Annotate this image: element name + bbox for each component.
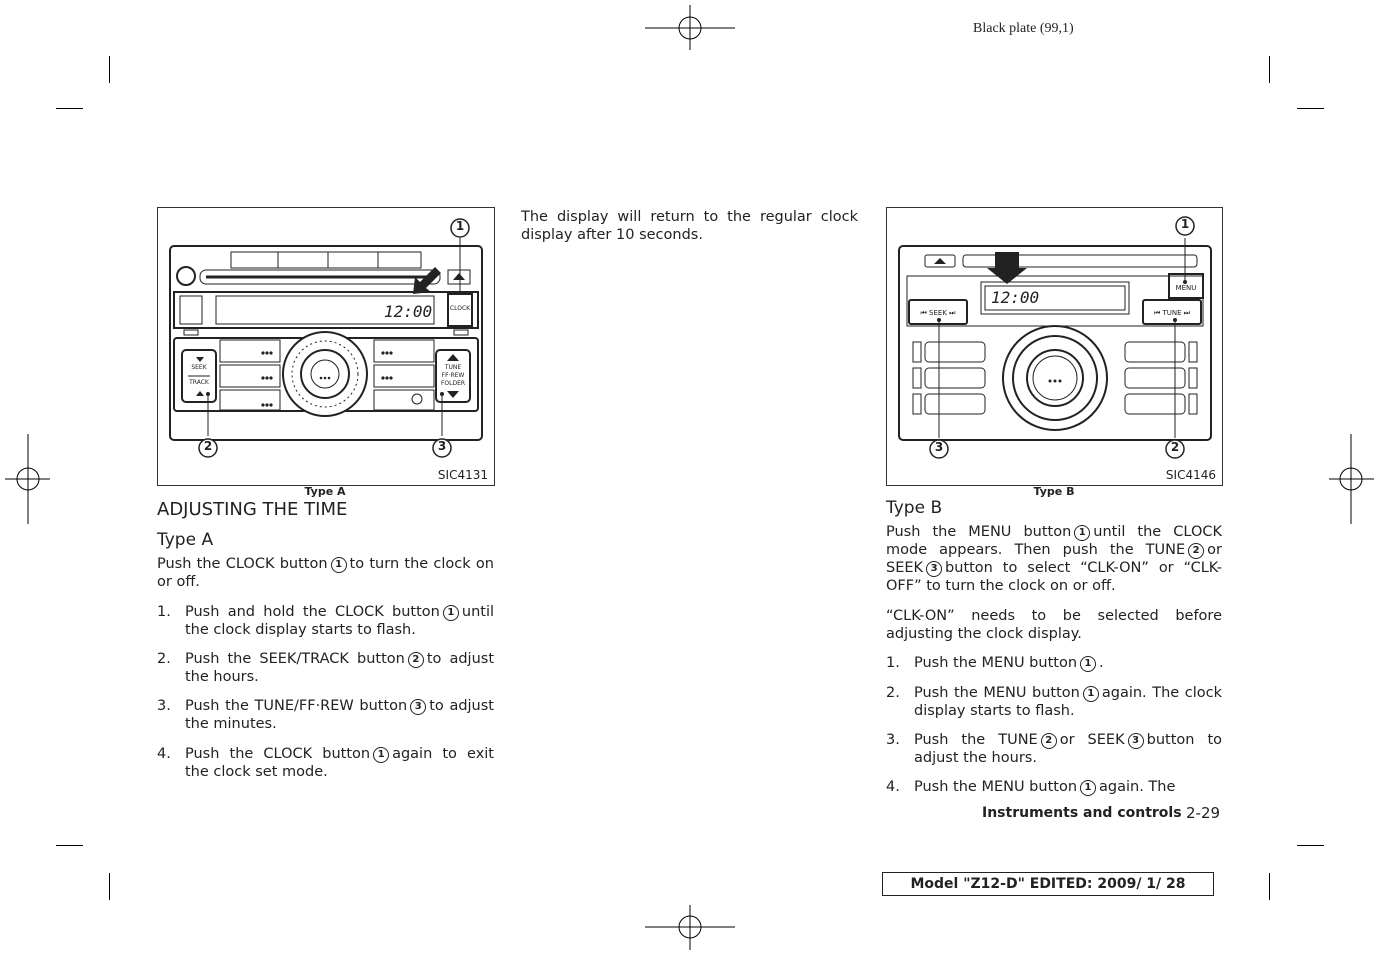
footer-section-title: Instruments and controls	[982, 805, 1182, 821]
registration-mark-bottom	[645, 905, 735, 950]
page-number: 2-29	[1186, 804, 1221, 822]
callout-circle: 1	[1082, 686, 1099, 702]
callout-circle: 3	[410, 699, 427, 715]
registration-mark-top	[645, 5, 735, 50]
callout-circle: 2	[1188, 543, 1205, 559]
callout-circle: 1	[442, 605, 459, 621]
callout-1: 1	[455, 219, 465, 233]
callout-3: 3	[437, 439, 447, 453]
callout-circle: 3	[926, 561, 943, 577]
track-label: TRACK	[189, 379, 209, 386]
model-box: Model "Z12-D" EDITED: 2009/ 1/ 28	[882, 872, 1214, 896]
callout-circle: 3	[1127, 733, 1144, 749]
tune-label: TUNE	[444, 364, 462, 371]
subheading-type-a: Type A	[157, 530, 214, 550]
callout-circle: 1	[1080, 656, 1097, 672]
registration-mark-left	[5, 434, 50, 524]
callout-2: 2	[203, 439, 213, 453]
tune-button-label: ⏮ TUNE ⏭	[1153, 309, 1191, 317]
registration-mark-right	[1329, 434, 1374, 524]
type-b-paragraph-2: “CLK-ON” needs to be selected before adj…	[886, 608, 1222, 642]
seek-button-label: ⏮ SEEK ⏭	[920, 309, 956, 317]
plate-label: Black plate (99,1)	[973, 21, 1074, 36]
callout-circle: 1	[373, 747, 390, 763]
callout-circle: 1	[1074, 525, 1091, 541]
callout-3: 3	[934, 440, 944, 454]
menu-button-label: MENU	[1175, 284, 1197, 292]
clock-button-label: CLOCK	[449, 305, 471, 312]
callout-1: 1	[1180, 217, 1190, 231]
section-heading: ADJUSTING THE TIME	[157, 499, 348, 520]
figure-caption: Type B	[1033, 485, 1075, 498]
figure-code: SIC4131	[437, 468, 488, 482]
callout-circle: 2	[1040, 733, 1057, 749]
folder-label: FOLDER	[440, 380, 466, 387]
callout-2: 2	[1170, 440, 1180, 454]
figure-code: SIC4146	[1165, 468, 1216, 482]
figure-caption: Type A	[304, 485, 346, 498]
callout-circle: 1	[1080, 780, 1097, 796]
figure-type-b: 1 3 2 12:00 MENU ⏮ SEEK ⏭ ⏮ TUNE ⏭ SIC41…	[886, 207, 1223, 486]
seek-label: SEEK	[191, 364, 207, 371]
subheading-type-b: Type B	[886, 498, 943, 518]
radio-diagram-type-b	[898, 216, 1212, 459]
display-time: 12:00	[991, 288, 1040, 307]
figure-type-a: 1 2 3 12:00 CLOCK SEEK TRACK TUNE FF·REW…	[157, 207, 495, 486]
column-2-paragraph: The display will return to the regular c…	[521, 209, 858, 243]
callout-circle: 2	[407, 652, 424, 668]
ffrew-label: FF·REW	[441, 372, 465, 379]
display-time: 12:00	[384, 302, 433, 321]
callout-circle: 1	[330, 557, 347, 573]
radio-diagram-type-a	[169, 218, 483, 458]
